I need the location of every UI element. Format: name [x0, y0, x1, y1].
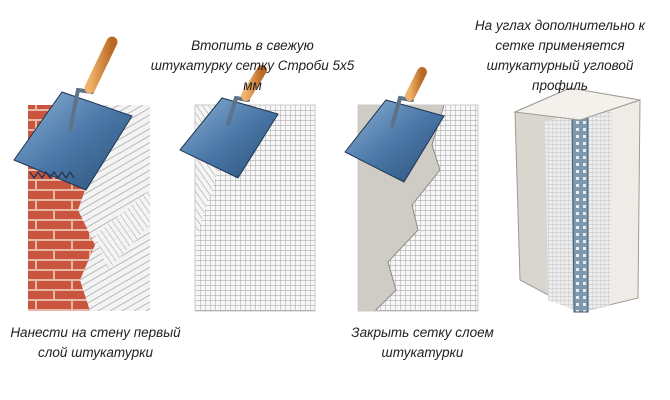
trowel-icon [344, 67, 445, 183]
caption-step2: Втопить в свежую штукатурку сетку Строби… [150, 38, 355, 93]
corner-profile [571, 111, 589, 313]
caption-step1: Нанести на стену первый слой штукатурки [10, 325, 181, 360]
panel-step2 [179, 65, 316, 312]
panel-step4 [513, 87, 641, 313]
caption-step3: Закрыть сетку слоем штукатурки [351, 325, 494, 360]
panel-step3 [344, 67, 479, 312]
caption-step4: На углах дополнительно к сетке применяет… [474, 18, 646, 93]
trowel-icon [179, 65, 279, 179]
panel-step1 [13, 36, 150, 311]
trowel-icon [13, 36, 133, 191]
